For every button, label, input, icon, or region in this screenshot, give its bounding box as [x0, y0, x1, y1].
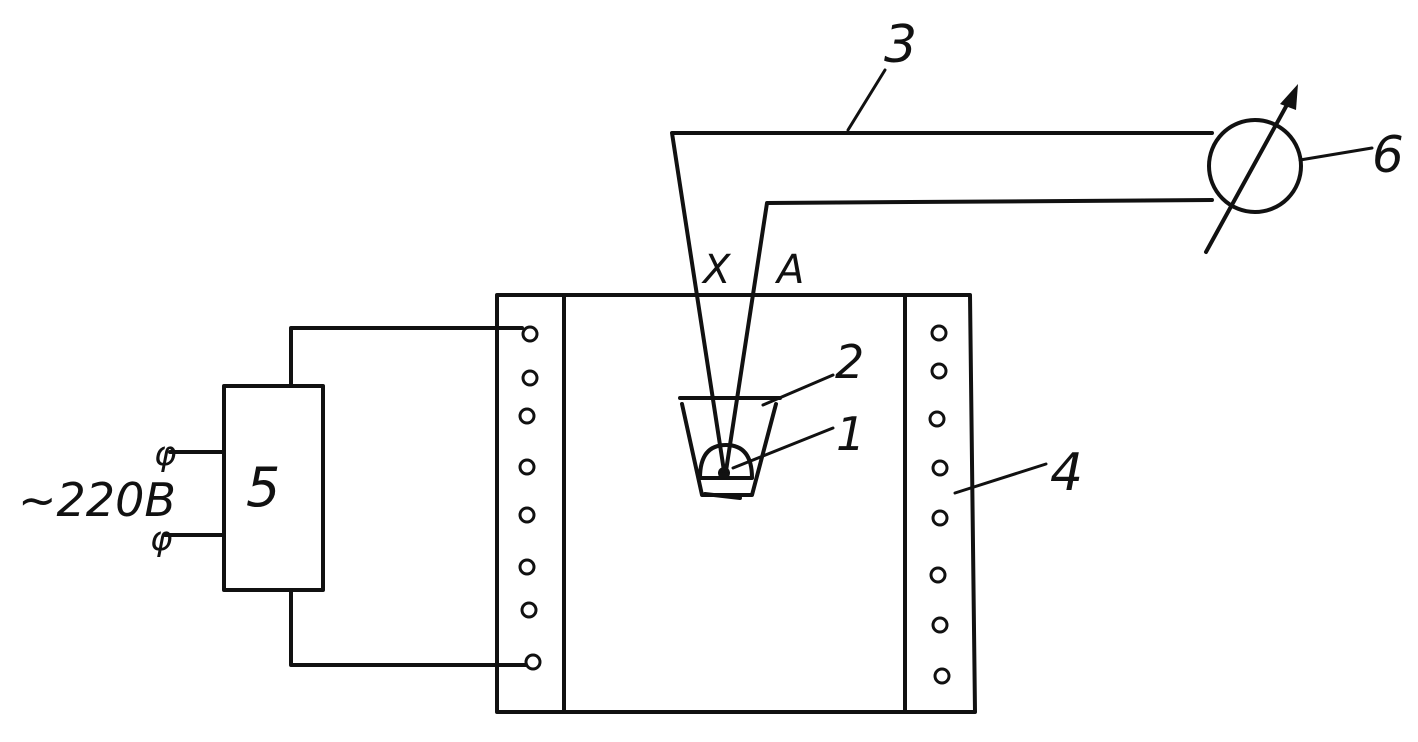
label-item-6: 6	[1372, 126, 1404, 184]
furnace	[495, 293, 977, 714]
label-wire-a: A	[774, 247, 804, 293]
label-item-2: 2	[835, 335, 864, 389]
label-item-5: 5	[246, 456, 280, 519]
left-heater-coil	[518, 325, 542, 671]
arrow-icon	[1280, 84, 1298, 110]
label-item-4: 4	[1050, 443, 1083, 503]
power-regulator	[163, 326, 528, 667]
label-phase-top: φ	[154, 434, 177, 474]
label-phase-bottom: φ	[150, 519, 173, 559]
label-item-1: 1	[836, 407, 865, 461]
label-supply-voltage: ~220В	[18, 473, 176, 527]
crucible	[678, 396, 782, 500]
right-heater-coil	[928, 324, 951, 685]
label-item-3: 3	[884, 15, 917, 75]
leader-lines	[731, 68, 1374, 495]
thermocouple	[670, 131, 1214, 473]
label-wire-x: X	[701, 247, 732, 293]
galvanometer	[1204, 84, 1303, 254]
